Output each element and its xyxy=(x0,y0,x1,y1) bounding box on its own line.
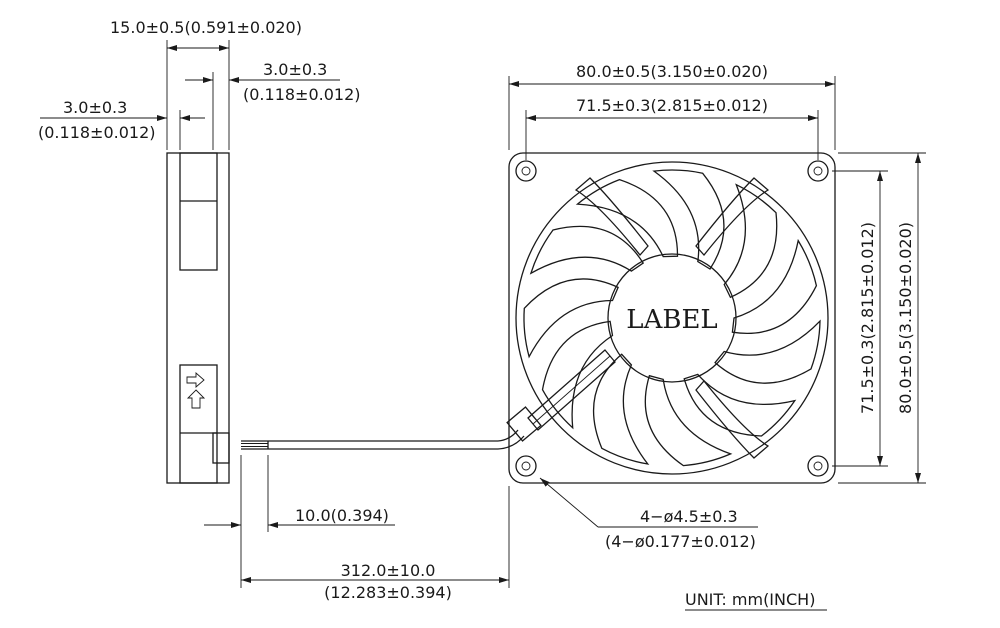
fan-blade xyxy=(592,353,650,465)
side-dimensions: 15.0±0.5(0.591±0.020) 3.0±0.3 (0.118±0.0… xyxy=(38,18,361,150)
lead-length-in: (12.283±0.394) xyxy=(324,583,452,602)
lead-wire xyxy=(241,429,525,450)
rib-right-mm: 3.0±0.3 xyxy=(263,60,327,79)
fan-blade xyxy=(731,238,818,334)
fan-blade xyxy=(523,278,619,359)
lead-dimensions: 10.0(0.394) 312.0±10.0 (12.283±0.394) xyxy=(204,455,510,602)
mounting-holes xyxy=(515,160,829,477)
fan-blade xyxy=(529,225,645,275)
side-view-upper-window xyxy=(179,152,218,271)
hub-label: LABEL xyxy=(626,305,717,335)
strip-length-dimension: 10.0(0.394) xyxy=(295,506,389,525)
unit-note-text: UNIT: mm(INCH) xyxy=(685,590,815,609)
frame-height-dimension: 80.0±0.5(3.150±0.020) xyxy=(896,222,915,414)
side-view xyxy=(166,152,525,484)
fan-blades xyxy=(523,169,821,467)
hole-dia-in: (4−ø0.177±0.012) xyxy=(605,532,756,551)
rib-left-in: (0.118±0.012) xyxy=(38,123,156,142)
fan-shroud xyxy=(515,161,829,475)
fan-blade xyxy=(652,169,725,270)
hole-dia-mm: 4−ø4.5±0.3 xyxy=(640,507,738,526)
fan-hub xyxy=(607,253,737,383)
frame-width-dimension: 80.0±0.5(3.150±0.020) xyxy=(576,62,768,81)
side-depth-dimension: 15.0±0.5(0.591±0.020) xyxy=(110,18,302,37)
fan-blade xyxy=(683,373,797,437)
rib-right-in: (0.118±0.012) xyxy=(243,85,361,104)
airflow-arrow-icon xyxy=(186,389,206,409)
hole-pitch-h-dimension: 71.5±0.3(2.815±0.012) xyxy=(576,96,768,115)
hole-pitch-v-dimension: 71.5±0.3(2.815±0.012) xyxy=(858,222,877,414)
front-dimensions: 80.0±0.5(3.150±0.020) 71.5±0.3(2.815±0.0… xyxy=(508,62,926,551)
lead-length-mm: 312.0±10.0 xyxy=(341,561,436,580)
rotation-arrow-icon xyxy=(186,372,205,388)
fan-blade xyxy=(714,319,821,384)
wire-guide xyxy=(506,349,616,442)
fan-blade xyxy=(723,183,778,299)
unit-note: UNIT: mm(INCH) xyxy=(685,590,827,611)
fan-struts xyxy=(574,177,770,459)
rib-left-mm: 3.0±0.3 xyxy=(63,98,127,117)
fan-blade xyxy=(575,178,679,258)
fan-blade xyxy=(644,374,733,467)
side-view-lower-window xyxy=(179,364,218,484)
front-view: LABEL xyxy=(506,152,836,484)
fan-frame xyxy=(508,152,836,484)
